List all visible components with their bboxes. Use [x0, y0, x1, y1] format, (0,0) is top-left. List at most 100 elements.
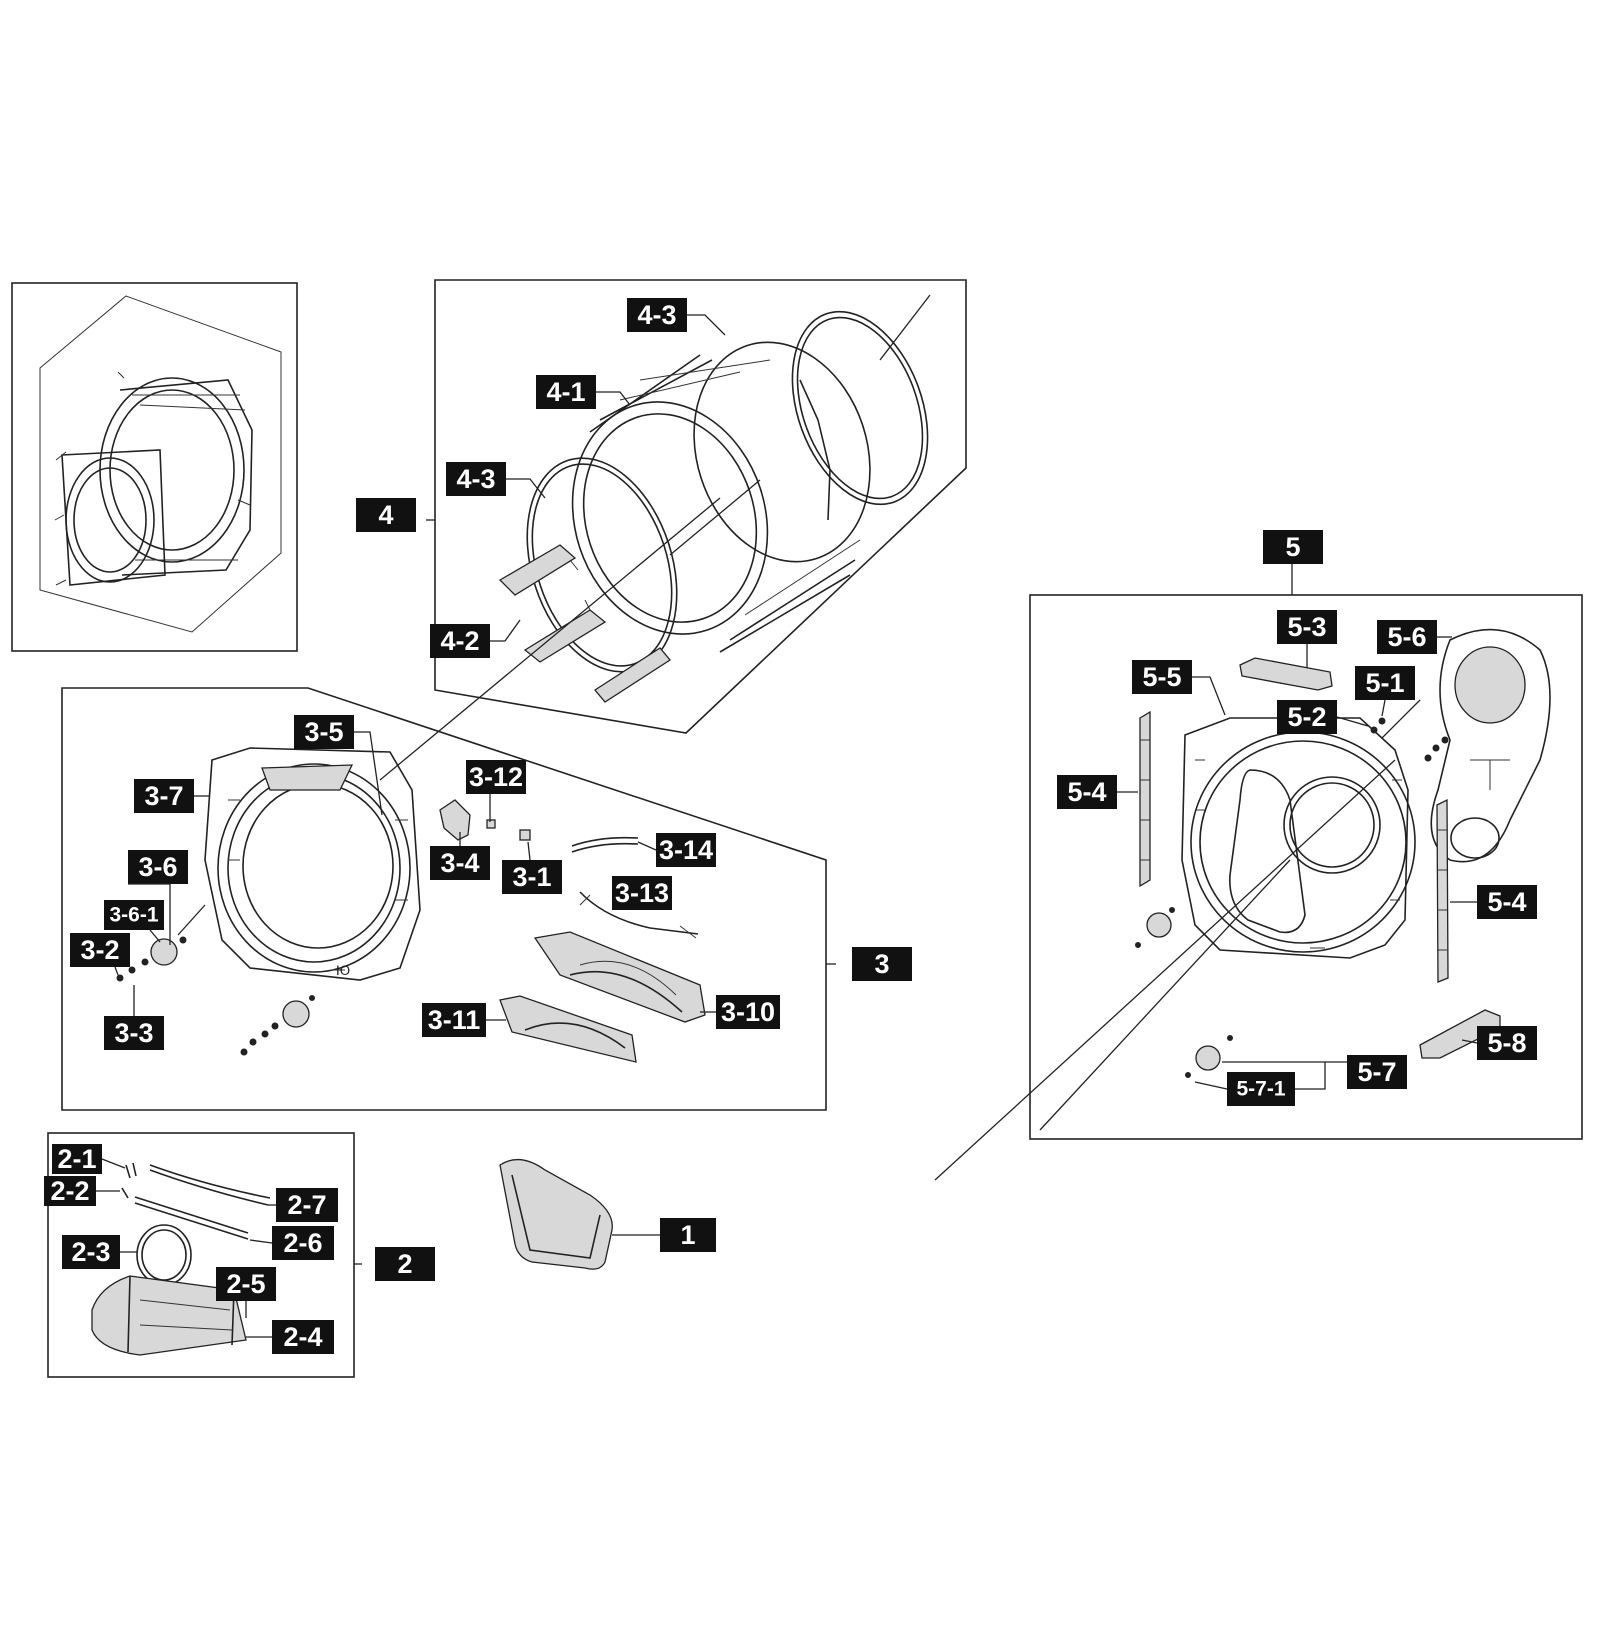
lint-filter-1	[499, 1158, 660, 1270]
svg-text:3-3: 3-3	[114, 1018, 153, 1048]
hinge-parts-3-6	[116, 936, 315, 1056]
svg-text:3-10: 3-10	[721, 997, 775, 1027]
svg-text:3-4: 3-4	[440, 848, 479, 878]
svg-text:5-7-1: 5-7-1	[1236, 1078, 1285, 1101]
svg-text:5-4: 5-4	[1067, 777, 1106, 807]
clips-2-1-2-2	[121, 1162, 137, 1199]
callout-5-8: 5-8	[1477, 1026, 1537, 1060]
svg-text:3-5: 3-5	[304, 717, 343, 747]
svg-text:3: 3	[874, 949, 889, 979]
svg-text:2: 2	[397, 1249, 412, 1279]
callout-3-1: 3-1	[502, 860, 562, 894]
callout-5-4-right: 5-4	[1477, 885, 1537, 919]
callout-2-4: 2-4	[272, 1320, 334, 1354]
callout-1: 1	[660, 1218, 716, 1252]
svg-text:4-1: 4-1	[546, 377, 585, 407]
callout-3-5: 3-5	[294, 715, 354, 749]
svg-text:2-5: 2-5	[226, 1269, 265, 1299]
svg-text:3-2: 3-2	[80, 935, 119, 965]
drum-rear-seal-4-3	[791, 310, 929, 506]
rear-duct-5-6	[1430, 628, 1551, 863]
callout-3-7: 3-7	[134, 779, 194, 813]
callout-3-13: 3-13	[612, 876, 672, 910]
svg-text:5-6: 5-6	[1387, 622, 1426, 652]
group-2	[47, 1132, 362, 1378]
group-3-front: Ю	[61, 687, 836, 1111]
svg-text:5-1: 5-1	[1365, 668, 1404, 698]
callout-5-1: 5-1	[1355, 666, 1415, 700]
svg-text:2-6: 2-6	[283, 1228, 322, 1258]
duct-2-4	[91, 1275, 247, 1356]
svg-text:5-3: 5-3	[1287, 612, 1326, 642]
callout-5-6: 5-6	[1377, 620, 1437, 654]
callout-3-10: 3-10	[716, 995, 780, 1029]
wire-harness-3-14	[571, 836, 639, 853]
callout-3-12: 3-12	[466, 760, 526, 794]
svg-text:2-7: 2-7	[287, 1190, 326, 1220]
callout-3-2: 3-2	[70, 933, 130, 967]
callout-3-4: 3-4	[430, 846, 490, 880]
callout-5-3: 5-3	[1277, 610, 1337, 644]
svg-text:4-2: 4-2	[440, 626, 479, 656]
drum-lifters-4-2	[498, 544, 671, 703]
door-switch-3-4	[439, 799, 531, 841]
callout-3-14: 3-14	[656, 833, 716, 867]
bracket-2-6	[134, 1196, 249, 1240]
callout-3-11: 3-11	[422, 1003, 486, 1037]
svg-text:3-7: 3-7	[144, 781, 183, 811]
callout-2-3: 2-3	[62, 1235, 120, 1269]
callout-5-4-left: 5-4	[1057, 775, 1117, 809]
front-panel-3-7: Ю	[204, 747, 421, 981]
svg-text:2-1: 2-1	[57, 1144, 96, 1174]
rail-5-4-left	[1139, 710, 1151, 888]
svg-text:1: 1	[680, 1220, 695, 1250]
filter-housing-3-10	[533, 931, 706, 1023]
svg-text:4: 4	[378, 500, 393, 530]
group-4-drum	[379, 279, 967, 781]
gasket-2-7	[149, 1164, 271, 1206]
svg-text:3-13: 3-13	[615, 878, 669, 908]
callout-4-3-top: 4-3	[627, 298, 687, 332]
callout-4-2: 4-2	[430, 624, 490, 658]
ring-2-3	[136, 1224, 192, 1286]
svg-text:4-3: 4-3	[456, 464, 495, 494]
svg-text:5-2: 5-2	[1287, 702, 1326, 732]
callout-2-2: 2-2	[44, 1176, 96, 1206]
svg-text:2-3: 2-3	[71, 1237, 110, 1267]
callout-5: 5	[1263, 530, 1323, 564]
callout-3-3: 3-3	[104, 1016, 164, 1050]
callout-3: 3	[852, 947, 912, 981]
callout-2-6: 2-6	[272, 1226, 334, 1260]
svg-text:3-1: 3-1	[512, 862, 551, 892]
svg-text:2-4: 2-4	[283, 1322, 322, 1352]
bracket-5-3	[1239, 657, 1333, 691]
svg-text:5-5: 5-5	[1142, 662, 1181, 692]
svg-text:5-4: 5-4	[1487, 887, 1526, 917]
callout-2-5: 2-5	[216, 1267, 276, 1301]
svg-text:3-12: 3-12	[469, 762, 523, 792]
svg-text:Ю: Ю	[336, 962, 350, 978]
svg-text:4-3: 4-3	[637, 300, 676, 330]
svg-text:3-6: 3-6	[138, 852, 177, 882]
callout-5-7-1: 5-7-1	[1227, 1072, 1295, 1106]
svg-text:3-11: 3-11	[428, 1005, 481, 1035]
callout-5-7: 5-7	[1347, 1055, 1407, 1089]
drum-4-1	[571, 341, 871, 653]
callout-4: 4	[356, 498, 416, 532]
svg-text:5-8: 5-8	[1487, 1028, 1526, 1058]
filter-guide-3-11	[499, 995, 637, 1063]
callout-2-1: 2-1	[52, 1144, 102, 1174]
callout-4-1: 4-1	[536, 375, 596, 409]
svg-text:3-6-1: 3-6-1	[109, 904, 158, 927]
rail-5-4-right	[1436, 798, 1449, 983]
hinge-5-7	[1135, 907, 1233, 1078]
svg-text:2-2: 2-2	[50, 1176, 89, 1206]
svg-text:5: 5	[1285, 532, 1300, 562]
overview-inset	[11, 282, 298, 652]
callout-4-3-mid: 4-3	[446, 462, 506, 496]
group-5-rear	[934, 560, 1583, 1181]
overview-drum-assembly	[54, 371, 253, 586]
sensor-3-13	[579, 891, 699, 939]
svg-text:3-14: 3-14	[659, 835, 713, 865]
